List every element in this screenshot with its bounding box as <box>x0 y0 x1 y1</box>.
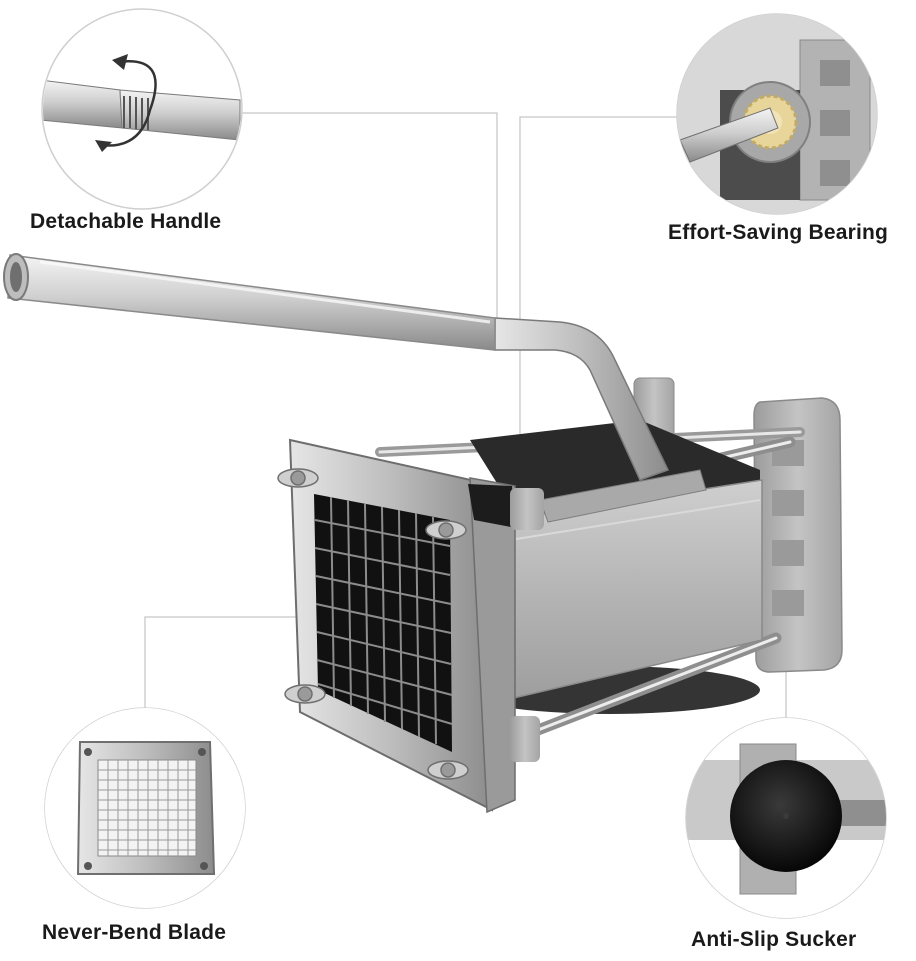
pusher-plate <box>539 469 707 523</box>
handle-lever <box>3 253 670 481</box>
wing-nut-top-left <box>277 468 319 488</box>
leader-line-handle <box>240 112 498 318</box>
detachable-handle-label: Detachable Handle <box>30 210 222 233</box>
wing-nut-bottom-left <box>284 684 326 704</box>
leader-line-bearing <box>519 116 680 488</box>
detail-circle-handle <box>41 8 243 210</box>
never-bend-blade-label: Never-Bend Blade <box>42 921 227 944</box>
wing-nut-bottom-right <box>427 760 469 780</box>
fry-cutter <box>3 253 843 814</box>
wing-nut-top-right <box>425 520 467 540</box>
detail-circle-blade <box>44 707 246 909</box>
blade-grid <box>314 494 453 752</box>
detail-circle-sucker <box>685 717 887 919</box>
anti-slip-sucker-label: Anti-Slip Sucker <box>691 928 857 951</box>
effort-saving-bearing-label: Effort-Saving Bearing <box>668 221 889 244</box>
detail-circle-bearing <box>676 13 878 215</box>
wing-nuts <box>277 468 469 780</box>
rotate-arrow-icon <box>99 59 157 147</box>
leader-line-blade <box>144 616 340 708</box>
